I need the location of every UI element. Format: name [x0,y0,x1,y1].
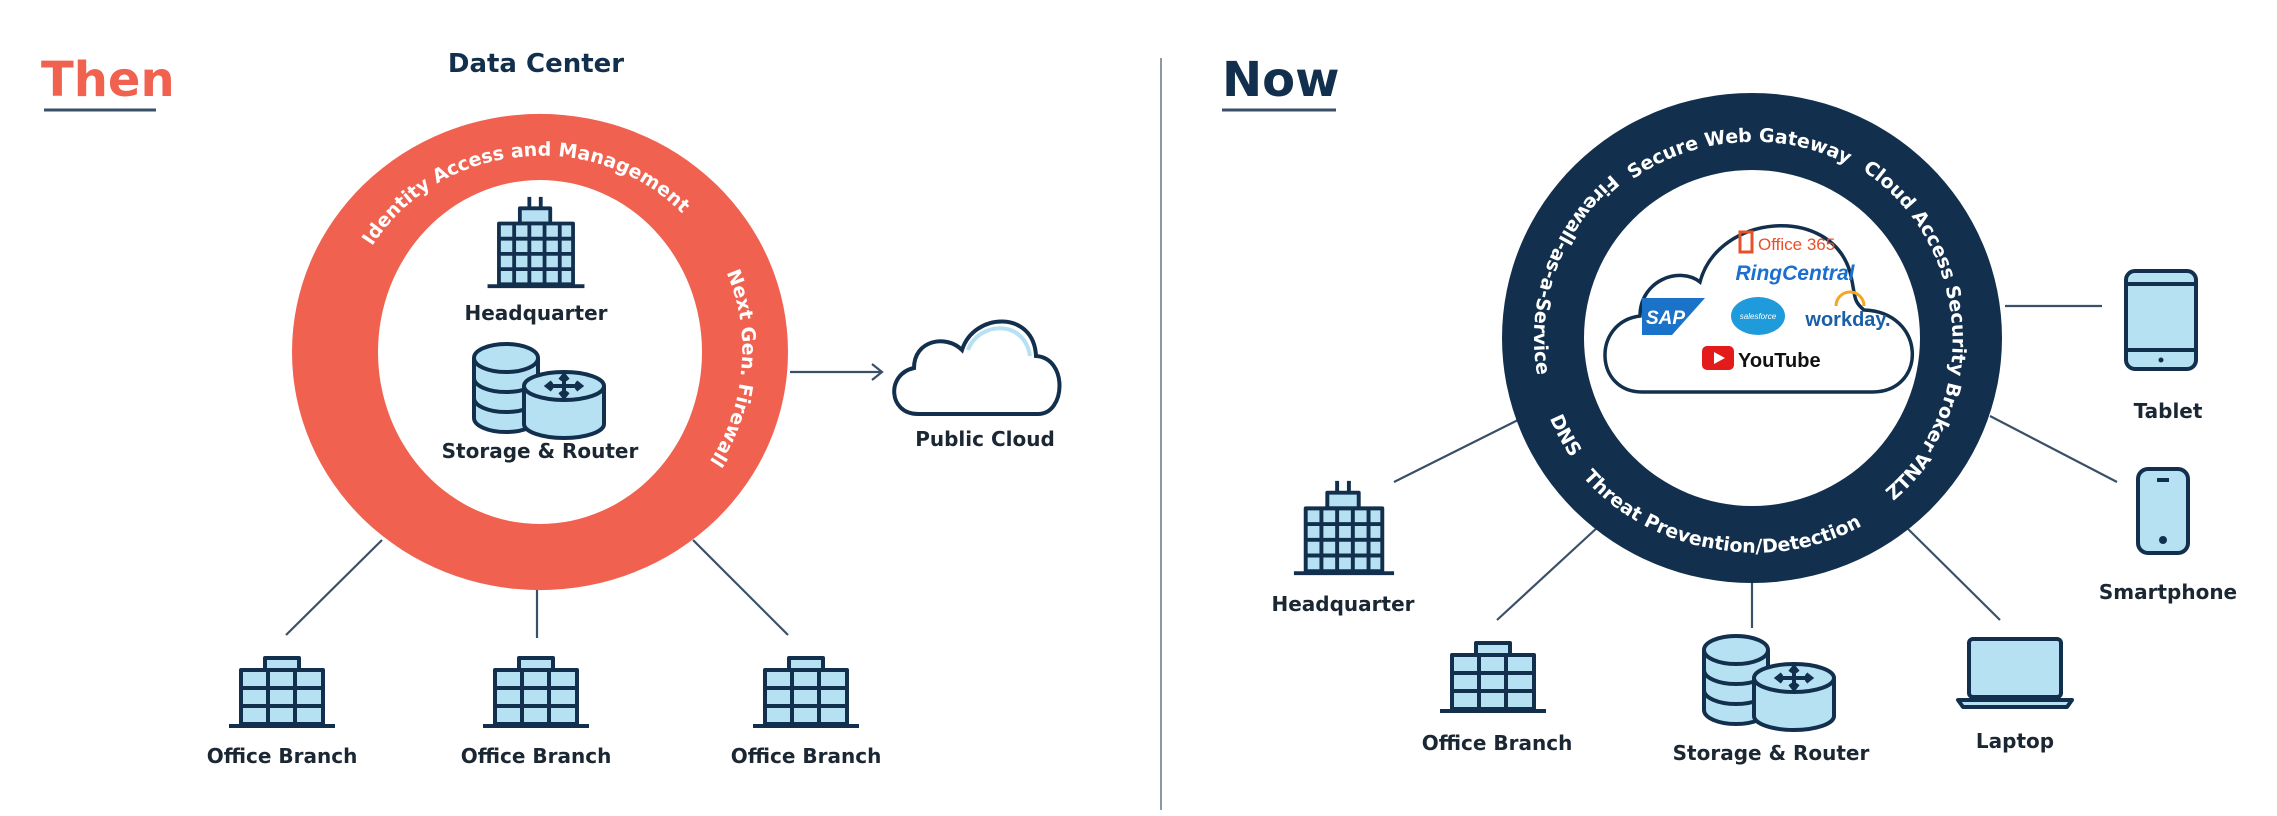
office-branch-label: Office Branch [731,744,882,768]
connector-line [1904,525,2001,621]
storage-router-icon [1702,634,1836,732]
office-branch-icon [481,656,591,728]
storage-router-label: Storage & Router [1673,741,1870,765]
headquarter-label: Headquarter [464,301,607,325]
data-center-ring [291,113,789,591]
tablet-label: Tablet [2134,399,2203,423]
workday-logo-icon [1834,290,1866,307]
public-cloud-icon [892,319,1062,416]
office-branch-icon [751,656,861,728]
data-center-title: Data Center [448,49,624,79]
smartphone-label: Smartphone [2099,580,2237,604]
workday-logo: workday. [1804,309,1890,331]
office-branch-label: Office Branch [207,744,358,768]
office-branch-label: Office Branch [461,744,612,768]
office365-logo: Office 365 [1758,235,1835,254]
public-cloud-label: Public Cloud [915,427,1055,451]
salesforce-logo-icon [1731,297,1785,335]
tablet-icon [2124,269,2198,371]
sap-logo-icon [1642,298,1705,335]
laptop-icon [1956,637,2074,709]
office-branch-label: Office Branch [1422,731,1573,755]
salesforce-logo: salesforce [1740,312,1777,321]
sase-ring [1502,93,2002,583]
sap-logo: SAP [1646,308,1685,329]
connector-line [1393,419,1519,483]
headquarter-icon [485,195,587,289]
storage-router-icon [472,342,606,440]
then-heading: Then [41,52,175,108]
headquarter-icon [1291,478,1397,576]
office-branch-icon [227,656,337,728]
ringcentral-logo: RingCentral [1735,262,1855,285]
now-heading: Now [1222,52,1340,108]
connector-line [692,539,789,636]
arrow-head-icon [871,363,884,381]
headquarter-label: Headquarter [1271,592,1414,616]
smartphone-icon [2136,467,2190,555]
storage-router-label: Storage & Router [442,439,639,463]
connector-line [1496,525,1600,621]
office-branch-icon [1438,641,1548,713]
youtube-logo: YouTube [1738,350,1821,372]
connector-line [1989,415,2118,483]
connector-line [285,539,383,636]
office365-logo-icon [1738,230,1754,254]
laptop-label: Laptop [1976,729,2054,753]
